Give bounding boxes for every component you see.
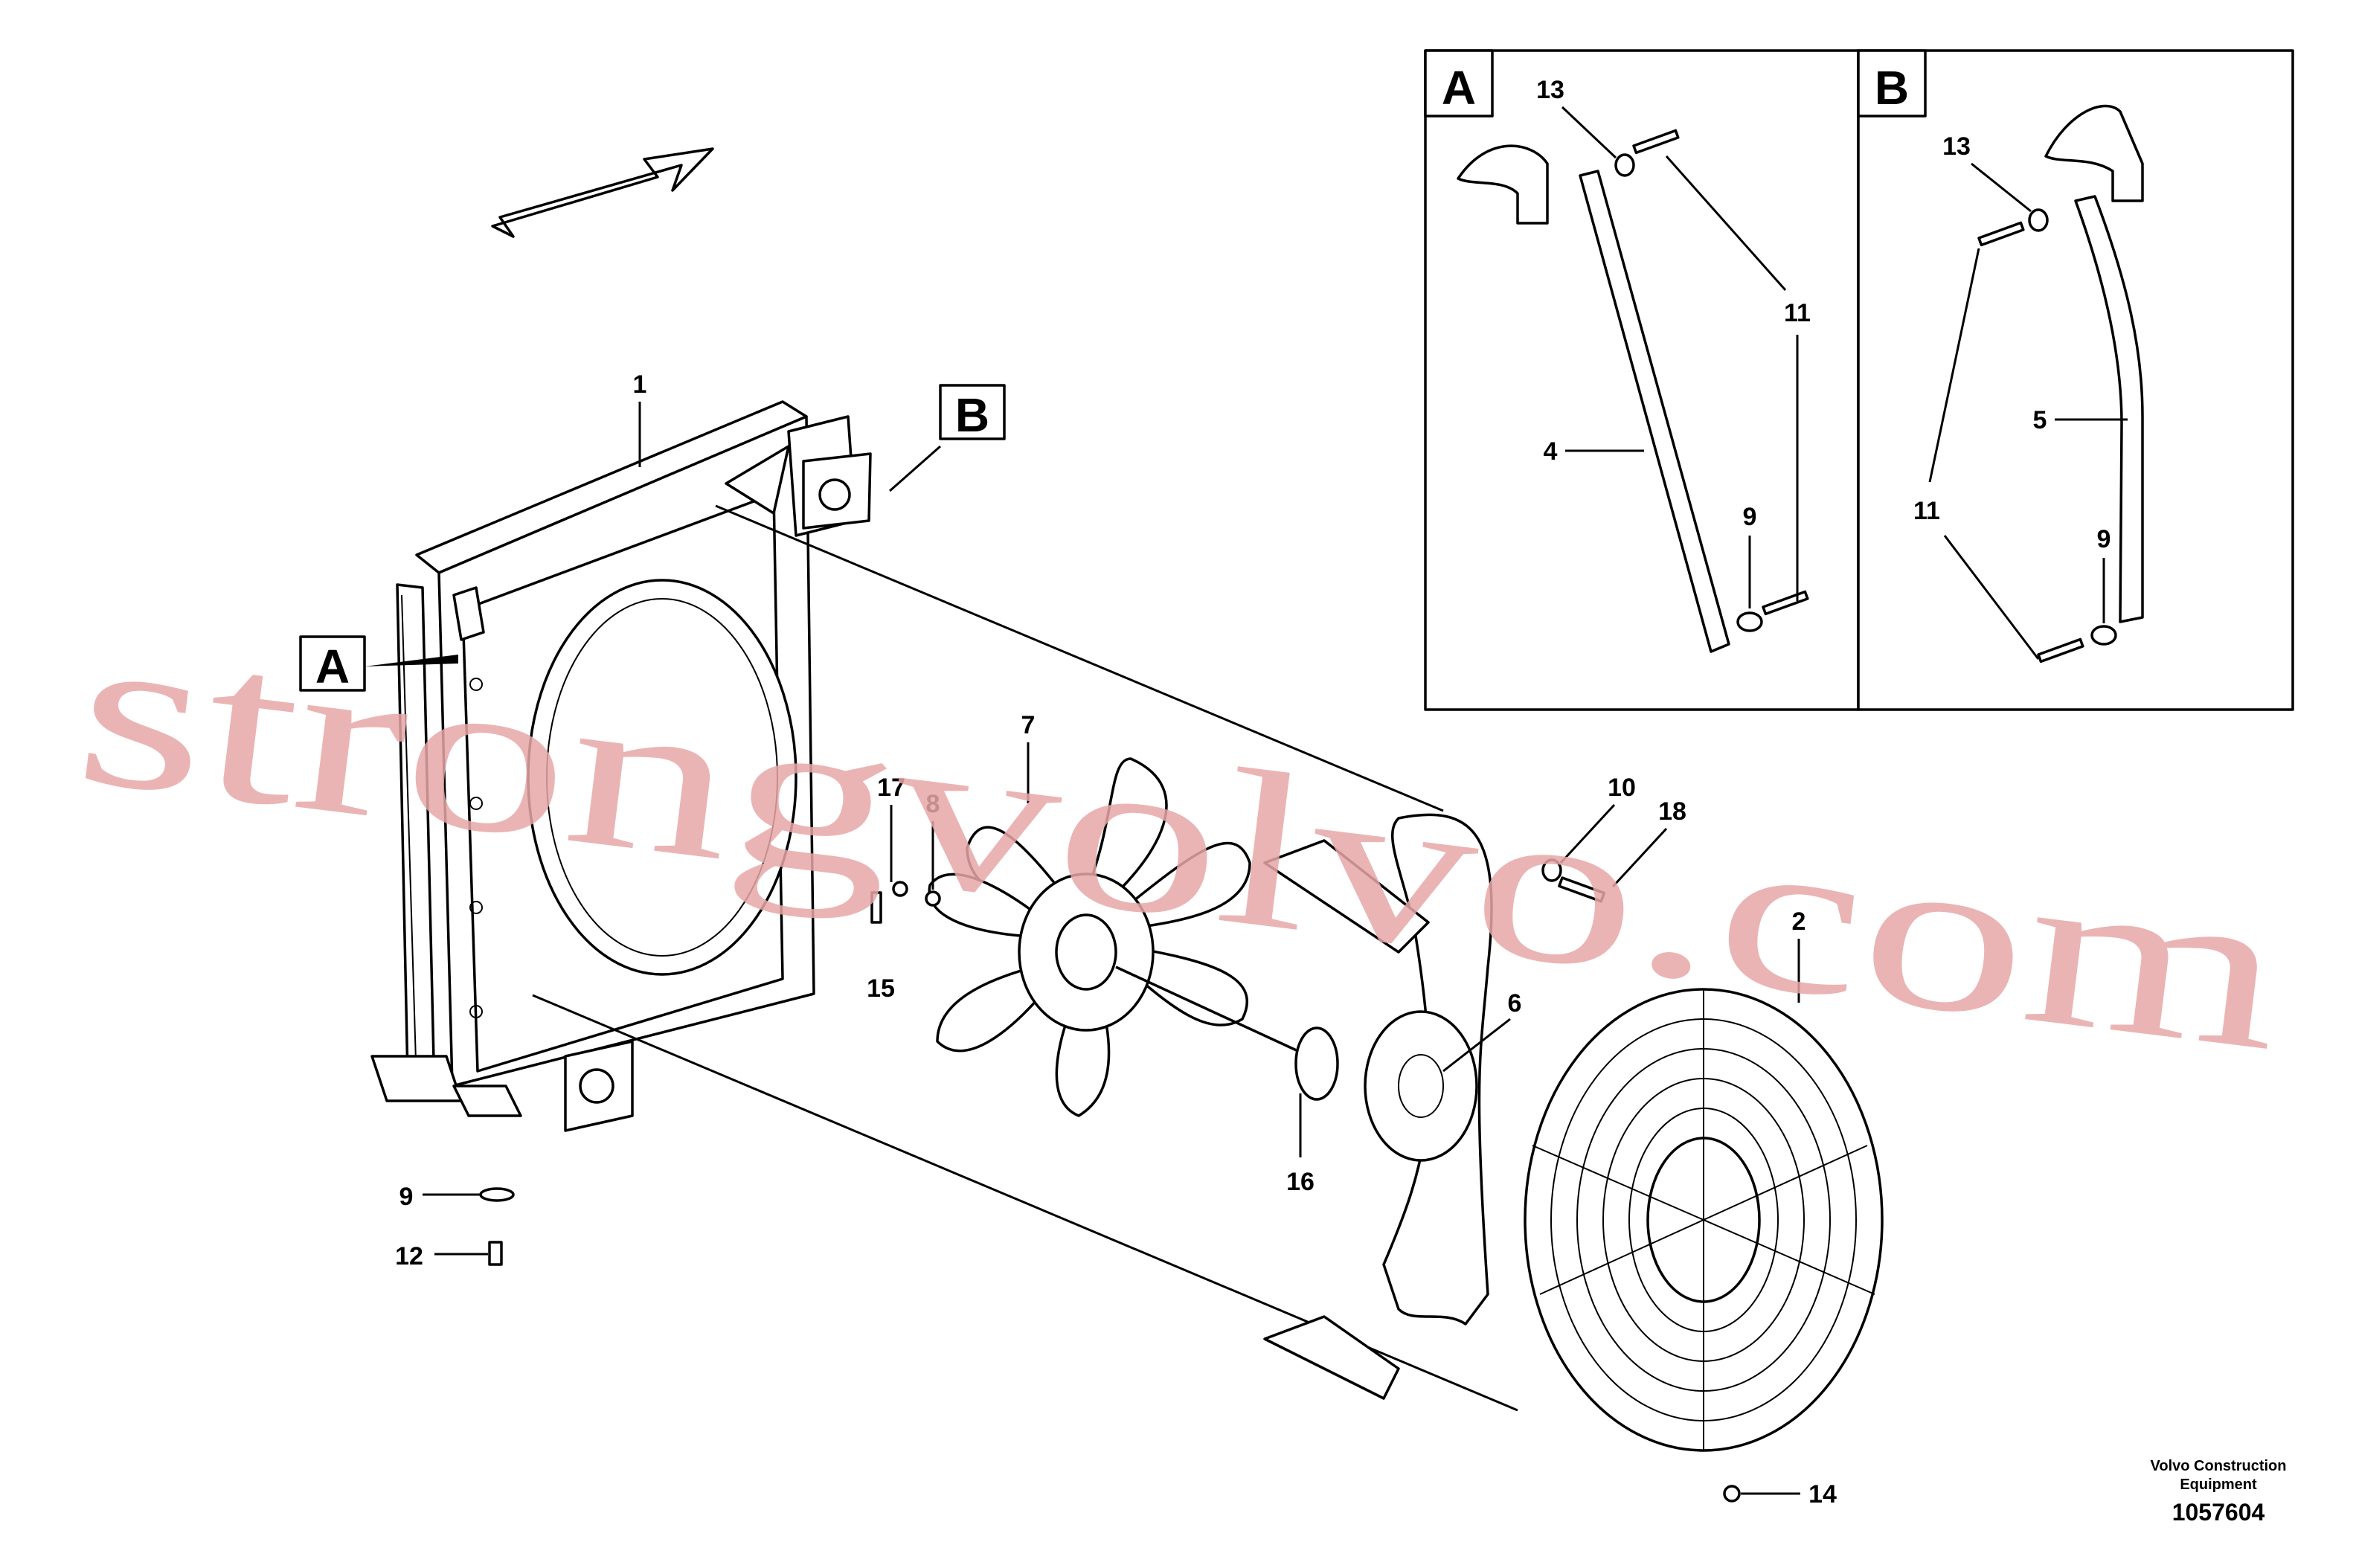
callout-16: 16 [1286, 1093, 1315, 1196]
svg-text:5: 5 [2033, 406, 2047, 434]
guard-frame [1263, 813, 1493, 1400]
fasteners [479, 858, 1741, 1503]
callout-9: 9 [399, 1183, 481, 1211]
bolt-17 [892, 881, 908, 897]
detail-view-b: B 13 5 11 9 [1857, 49, 2294, 711]
footer-caption: Volvo Construction Equipment 1057604 [2151, 1458, 2287, 1526]
svg-text:13: 13 [1942, 132, 1971, 161]
svg-text:4: 4 [1544, 437, 1558, 466]
svg-text:17: 17 [877, 774, 905, 802]
svg-text:A: A [315, 640, 350, 693]
section-marker-a: A [299, 635, 458, 693]
fan [928, 757, 1251, 1117]
svg-text:9: 9 [1743, 503, 1757, 531]
bolt-12 [488, 1241, 503, 1266]
callout-12: 12 [395, 1242, 488, 1270]
svg-text:B: B [1875, 61, 1909, 115]
svg-text:18: 18 [1658, 797, 1686, 826]
callout-8: 8 [926, 790, 940, 890]
callout-6: 6 [1442, 989, 1522, 1073]
svg-text:Volvo Construction: Volvo Construction [2151, 1458, 2287, 1474]
svg-text:6: 6 [1508, 989, 1522, 1018]
fan-shroud-ring [527, 579, 797, 976]
svg-text:1: 1 [633, 370, 647, 399]
svg-text:7: 7 [1021, 711, 1036, 739]
svg-text:11: 11 [1784, 299, 1811, 327]
svg-text:14: 14 [1808, 1480, 1837, 1508]
svg-text:15: 15 [867, 974, 895, 1003]
callout-15: 15 [867, 974, 895, 1003]
washer-10 [1541, 858, 1562, 882]
svg-text:9: 9 [399, 1183, 414, 1211]
detail-view-a: A 13 11 4 9 [1424, 49, 1860, 711]
svg-text:1057604: 1057604 [2172, 1499, 2265, 1526]
radiator-assembly [370, 400, 1518, 1412]
svg-text:8: 8 [926, 790, 940, 818]
svg-text:13: 13 [1536, 76, 1564, 104]
svg-text:2: 2 [1792, 907, 1806, 936]
screw-14 [1723, 1485, 1741, 1503]
callout-18: 18 [1611, 797, 1686, 888]
svg-text:10: 10 [1608, 774, 1636, 802]
svg-text:9: 9 [2097, 525, 2111, 553]
spacer [1115, 965, 1339, 1101]
callout-10: 10 [1559, 774, 1636, 864]
callout-1: 1 [633, 370, 647, 467]
svg-text:Equipment: Equipment [2180, 1477, 2257, 1493]
bolt-15 [870, 891, 882, 924]
bolt-18 [1558, 876, 1606, 903]
washer-9 [479, 1187, 515, 1202]
direction-arrow [491, 147, 714, 238]
svg-text:A: A [1442, 61, 1476, 115]
fan-guard [1524, 988, 1884, 1452]
svg-text:11: 11 [1913, 497, 1940, 525]
washer-8 [925, 890, 941, 907]
svg-text:12: 12 [395, 1242, 423, 1270]
callout-7: 7 [1021, 711, 1036, 803]
callout-14: 14 [1741, 1480, 1837, 1508]
svg-text:B: B [955, 388, 989, 442]
callout-17: 17 [877, 774, 905, 882]
section-marker-b: B [889, 384, 1006, 492]
callout-2: 2 [1792, 907, 1806, 1003]
svg-text:16: 16 [1286, 1168, 1315, 1196]
